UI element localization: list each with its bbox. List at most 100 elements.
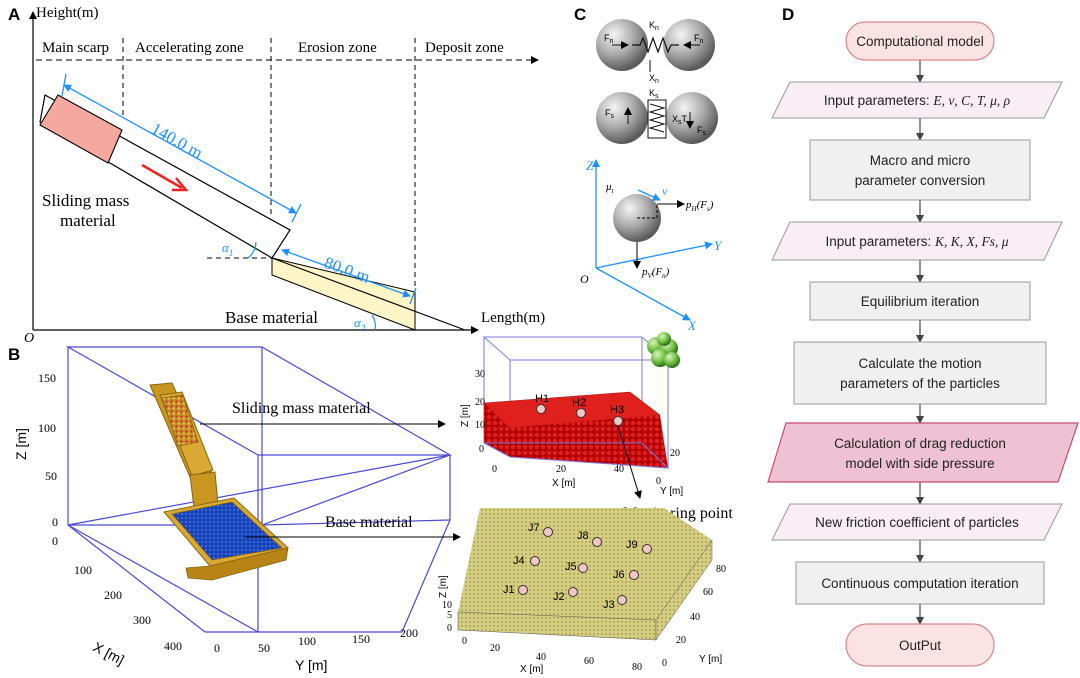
- main-z-ticks: 150 100 50 0: [38, 371, 58, 529]
- j9-label: J9: [626, 539, 638, 551]
- inset-top-z-ticks: 30 20 10 0: [475, 369, 485, 455]
- x-tick: 0: [462, 636, 467, 647]
- sliding-mass-particles: [161, 394, 199, 447]
- ph-label: pH(Fs): [685, 199, 714, 213]
- y-tick: 20: [676, 635, 686, 646]
- inset-bottom-y-ticks: 0 20 40 60 80: [662, 564, 726, 669]
- flow-input-1-label: Input parameters: E, ν, C, T, μ, ρ: [824, 93, 1011, 108]
- y-tick: 40: [690, 612, 700, 623]
- zone-erosion: Erosion zone: [298, 40, 377, 56]
- x-tick: 0: [492, 464, 497, 475]
- j2-label: J2: [553, 591, 565, 603]
- h3-marker: [613, 416, 623, 426]
- dim-140-tick-end: [291, 203, 302, 223]
- j4-marker: [530, 556, 540, 566]
- flow-drag-reduction: [767, 422, 1079, 483]
- z-tick: 30: [475, 369, 485, 380]
- j7-marker: [543, 527, 553, 537]
- flow-macro: [809, 139, 1031, 201]
- y-tick: 200: [400, 626, 418, 640]
- flow-input-1: [771, 81, 1063, 119]
- flow-friction: [771, 503, 1063, 541]
- flow-equilibrium-label: Equilibrium iteration: [861, 294, 980, 309]
- flow-end-label: OutPut: [899, 638, 941, 653]
- green-particle-cluster: [647, 332, 680, 368]
- panel-label-b: B: [8, 345, 20, 364]
- h3-label: H3: [610, 404, 624, 416]
- fs-left-label: Fs: [605, 108, 615, 120]
- y-tick: 80: [716, 564, 726, 575]
- flow-friction-label: New friction coefficient of particles: [815, 515, 1019, 530]
- particle-ball: [666, 92, 718, 144]
- main-y-label: Y [m]: [295, 657, 327, 673]
- alpha1-arc: [247, 241, 257, 259]
- panel-b: B 1: [8, 332, 733, 675]
- panel-label-c: C: [574, 5, 586, 24]
- z-tick: 10: [442, 600, 452, 611]
- panel-c: C Kn Xn Fn Fn Ks Fs Fs XsT Z Y X O v μt: [574, 5, 723, 333]
- j6-marker: [629, 570, 639, 580]
- alpha2-arc: [371, 314, 376, 331]
- y-tick: 0: [662, 658, 667, 669]
- dim-80-line: [281, 248, 411, 298]
- h2-marker: [576, 408, 586, 418]
- panel-a: A Height(m) Length(m) O Main scarp Accel…: [8, 5, 545, 346]
- y-axis-label: Height(m): [36, 5, 98, 21]
- y-tick: 50: [258, 641, 270, 655]
- flow-input-2: [771, 221, 1063, 261]
- sliding-mass-block: [39, 94, 123, 164]
- j6-label: J6: [613, 569, 625, 581]
- fs-right-label: Fs: [697, 125, 707, 137]
- inset-top-x-ticks: 0 20 40: [492, 464, 624, 475]
- main-z-label: Z [m]: [13, 428, 29, 460]
- fn-left-label: Fn: [604, 33, 614, 45]
- v-label: v: [662, 184, 668, 198]
- flow-continuous: [795, 561, 1045, 605]
- j3-label: J3: [603, 599, 615, 611]
- xn-label: Xn: [649, 73, 659, 85]
- x-axis-label: Length(m): [481, 310, 545, 326]
- x-tick: 20: [556, 464, 566, 475]
- x-tick: 40: [614, 464, 624, 475]
- y-tick: 60: [703, 587, 713, 598]
- z-tick: 0: [447, 623, 452, 634]
- origin-label-c: O: [580, 272, 589, 286]
- x-axis-c: [595, 267, 691, 321]
- dim-80-tick-end: [409, 287, 417, 305]
- y-tick: 100: [298, 634, 316, 648]
- y-label-c: Y: [714, 238, 723, 253]
- particle-ball: [596, 92, 648, 144]
- j-points: J7 J8 J9 J4 J5 J6 J1 J2 J3: [503, 522, 652, 611]
- velocity-arrow: [637, 189, 661, 201]
- y-tick: 0: [656, 476, 661, 487]
- origin-label: O: [24, 331, 34, 346]
- inset-bottom-z-ticks: 10 5 0: [442, 600, 452, 634]
- z-tick: 5: [447, 610, 452, 621]
- x-tick: 400: [164, 639, 182, 653]
- xst-label: XsT: [672, 114, 688, 126]
- j4-label: J4: [513, 555, 525, 567]
- flow-equilibrium: [809, 281, 1031, 321]
- flow-motion: [793, 341, 1047, 405]
- normal-spring: [632, 36, 679, 54]
- zone-main-scarp: Main scarp: [42, 40, 109, 56]
- panel-d: D Computational model Input parameters: …: [767, 5, 1079, 667]
- callout-sliding-mass: Sliding mass material: [232, 400, 371, 417]
- flow-continuous-label: Continuous computation iteration: [821, 576, 1018, 591]
- flow-start: [845, 21, 995, 61]
- inset-bottom-z-label: Z [m]: [438, 575, 449, 598]
- z-tick: 0: [52, 515, 58, 529]
- flow-motion-label-2: parameters of the particles: [840, 376, 1000, 391]
- z-tick: 50: [45, 469, 57, 483]
- j2-marker: [568, 587, 578, 597]
- y-tick: 0: [214, 641, 220, 655]
- inset-top-z-label: Z [m]: [460, 404, 471, 427]
- x-tick: 40: [536, 652, 546, 663]
- dim-140-line: [63, 84, 297, 214]
- inset-bottom: J7 J8 J9 J4 J5 J6 J1 J2 J3 10 5 0 Z [m] …: [438, 508, 726, 675]
- callout-base: Base material: [325, 514, 413, 531]
- main-x-label: X [m]: [91, 639, 127, 668]
- z-tick: 20: [475, 397, 485, 408]
- z-label-c: Z: [586, 158, 594, 173]
- inset-top-y-label: Y [m]: [660, 486, 683, 497]
